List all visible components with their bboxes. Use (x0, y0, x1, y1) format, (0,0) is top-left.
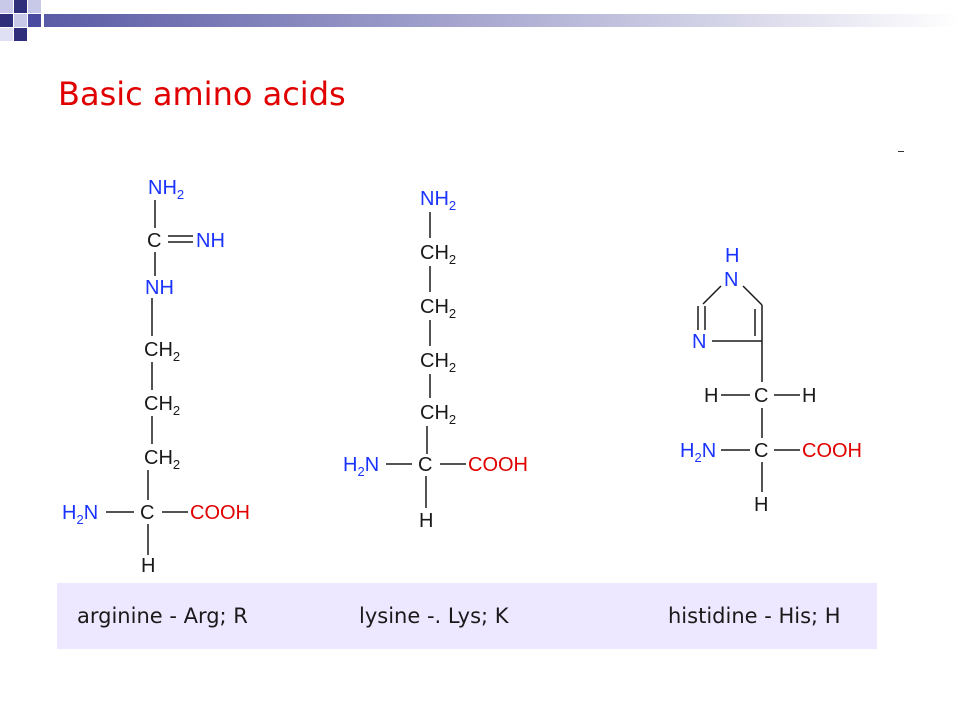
histidine-beta-carbon: C (754, 385, 768, 407)
histidine-ring-nitrogen: N (692, 331, 706, 353)
histidine-amino-group: H2N (680, 440, 716, 465)
arginine-alpha-carbon: C (140, 502, 154, 524)
arginine-guanidino-carbon: C (147, 230, 161, 252)
arginine-imine-nh: NH (196, 230, 225, 252)
header-gradient-bar (44, 14, 960, 27)
caption-histidine: histidine - His; H (668, 604, 841, 628)
caption-lysine: lysine -. Lys; K (359, 604, 509, 628)
lysine-alpha-hydrogen: H (419, 510, 433, 532)
histidine-bonds (697, 285, 800, 492)
lysine-ch2: CH2 (420, 296, 456, 321)
histidine-alpha-carbon: C (754, 440, 768, 462)
arginine-alpha-hydrogen: H (141, 555, 155, 577)
histidine-structure: H N N H C H H2N C COOH H (680, 245, 862, 516)
lysine-nh2-terminal: NH2 (420, 188, 456, 213)
checkered-squares-icon (0, 0, 41, 41)
histidine-carboxyl-group: COOH (802, 440, 862, 462)
arginine-ch2: CH2 (144, 393, 180, 418)
histidine-alpha-hydrogen: H (754, 494, 768, 516)
page-title: Basic amino acids (58, 75, 346, 113)
lysine-amino-group: H2N (343, 454, 379, 479)
histidine-ring-nitrogen: N (724, 269, 738, 291)
arginine-ch2: CH2 (144, 339, 180, 364)
arginine-ch2: CH2 (144, 447, 180, 472)
arginine-structure: NH2 C NH NH CH2 CH2 CH2 H2N C COOH H (62, 177, 250, 577)
header-decoration (0, 0, 960, 41)
corner-dash (898, 151, 904, 152)
arginine-nh-link: NH (145, 277, 174, 299)
lysine-carboxyl-group: COOH (468, 454, 528, 476)
lysine-ch2: CH2 (420, 350, 456, 375)
arginine-amino-group: H2N (62, 502, 98, 527)
lysine-ch2: CH2 (420, 402, 456, 427)
lysine-ch2: CH2 (420, 242, 456, 267)
lysine-bonds (386, 212, 466, 508)
arginine-bonds (106, 200, 193, 555)
caption-arginine: arginine - Arg; R (77, 604, 248, 628)
caption-bar: arginine - Arg; R lysine -. Lys; K histi… (57, 583, 877, 649)
histidine-beta-hydrogen: H (704, 385, 718, 407)
histidine-ring-hydrogen: H (725, 245, 739, 267)
lysine-structure: NH2 CH2 CH2 CH2 CH2 H2N C COOH H (343, 188, 528, 532)
lysine-alpha-carbon: C (418, 454, 432, 476)
arginine-nh2-terminal: NH2 (148, 177, 184, 202)
arginine-carboxyl-group: COOH (190, 502, 250, 524)
histidine-beta-hydrogen: H (802, 385, 816, 407)
